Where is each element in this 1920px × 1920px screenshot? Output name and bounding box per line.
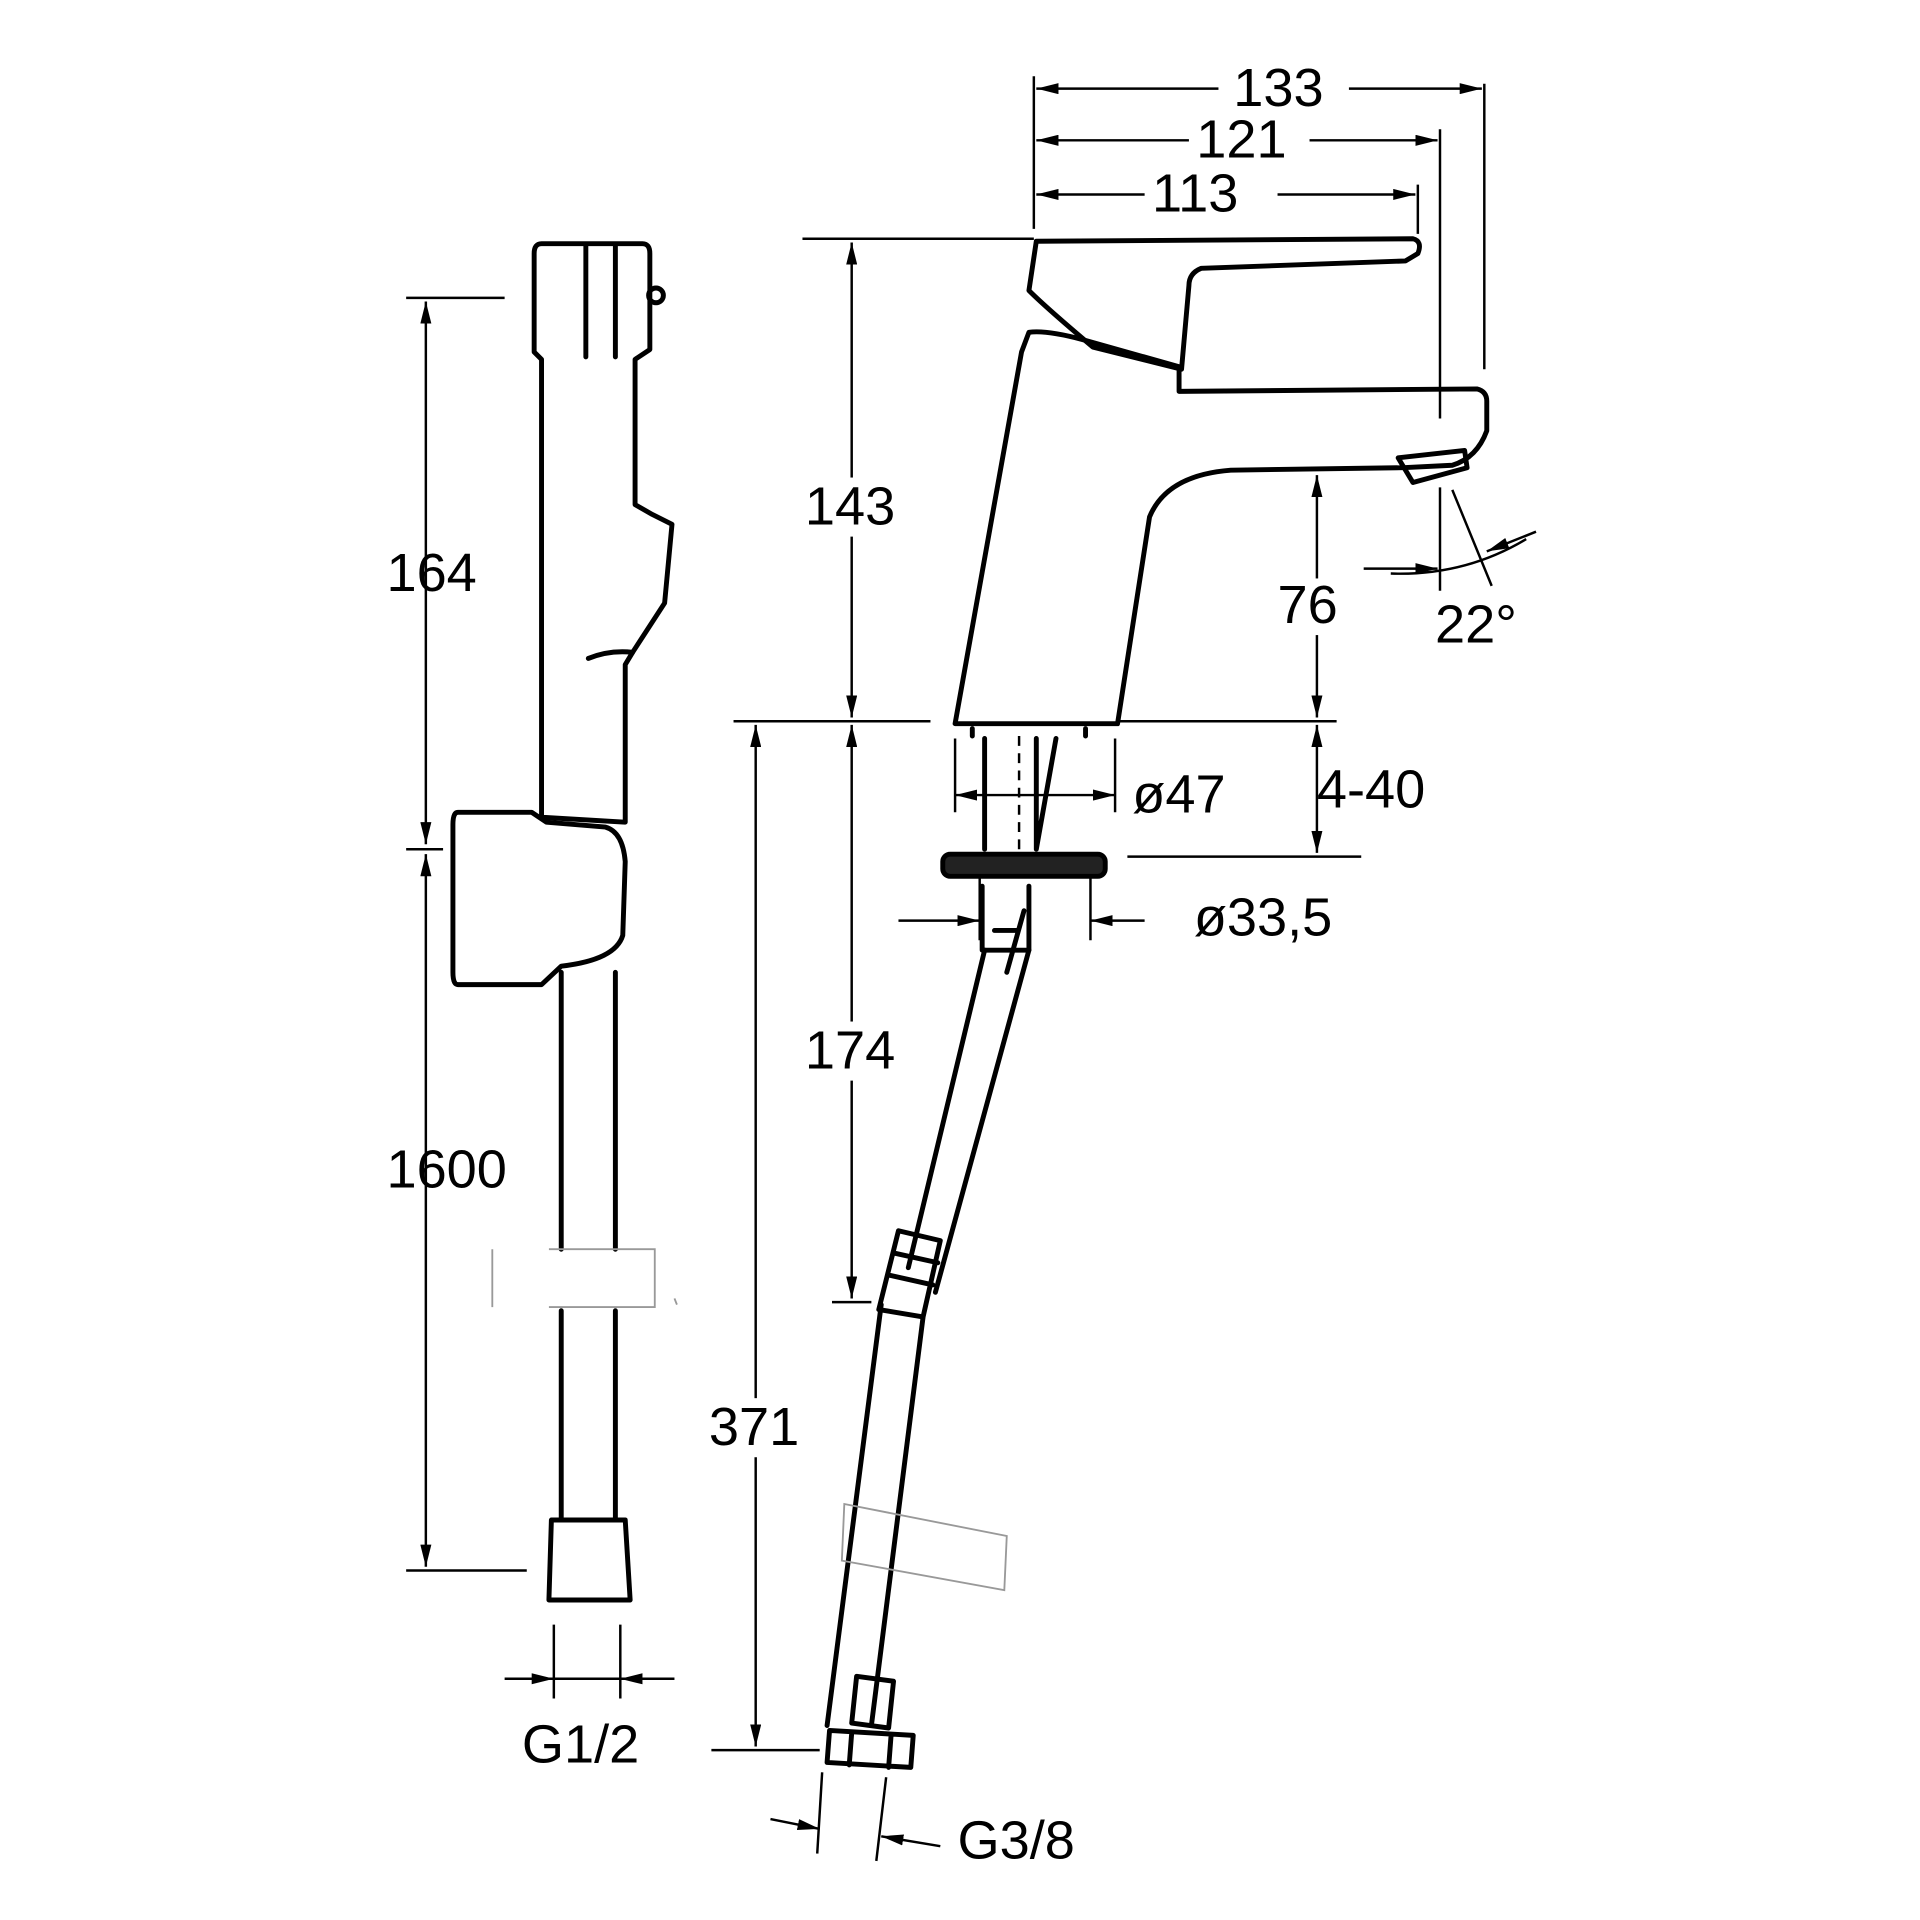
side-body-outline — [531, 241, 675, 825]
dim-label-76: 76 — [1278, 575, 1338, 635]
front-view: 133 121 113 143 174 371 76 4-40 ø47 ø33,… — [704, 58, 1537, 1870]
side-cap-lines — [583, 243, 618, 360]
dim-label-143: 143 — [805, 476, 895, 536]
angle-lines — [1390, 487, 1527, 591]
flex-hoses — [824, 908, 1032, 1729]
width-ext-lines — [1032, 76, 1486, 419]
dim-label-113: 113 — [1152, 164, 1238, 224]
hose-crimp-upper — [876, 1228, 943, 1320]
side-holder — [450, 809, 628, 988]
label-bg-371 — [704, 1398, 808, 1458]
dim-label-1600: 1600 — [386, 1140, 506, 1200]
dim-label-diameter-33-5: ø33,5 — [1194, 887, 1332, 947]
dim-arrow-g38-right — [881, 1834, 941, 1848]
height-ext-lines — [711, 237, 1362, 1752]
faucet-body — [952, 329, 1490, 727]
side-knob — [646, 285, 666, 306]
diameter-ext-lines — [953, 738, 1117, 941]
dim-label-g38: G3/8 — [958, 1810, 1075, 1870]
dim-label-g12: G1/2 — [522, 1714, 639, 1774]
side-view: 164 1600 G1/2 — [386, 241, 678, 1774]
dim-label-121: 121 — [1196, 110, 1286, 170]
side-hose — [558, 969, 618, 1523]
faucet-aerator — [1395, 448, 1470, 485]
dim-arrow-g38-left — [770, 1817, 820, 1831]
dim-label-diameter-47: ø47 — [1132, 764, 1225, 824]
dim-label-4-40: 4-40 — [1317, 759, 1425, 819]
connector — [979, 883, 1032, 953]
dim-label-133: 133 — [1233, 58, 1323, 118]
faucet-lever — [1026, 236, 1422, 372]
angle-arrow-right — [1486, 530, 1537, 553]
side-lever-hook — [585, 649, 636, 661]
label-bg-76 — [1275, 578, 1354, 636]
mounting-nut — [940, 851, 1108, 879]
g38-ext-lines — [816, 1772, 888, 1862]
hose-nut-g38 — [824, 1728, 916, 1770]
dim-label-371: 371 — [709, 1397, 799, 1457]
hose-crimp-lower — [849, 1673, 896, 1731]
label-bg-143 — [800, 477, 904, 537]
dim-label-angle-22: 22° — [1435, 594, 1517, 654]
side-clip — [491, 1248, 678, 1308]
hose-clip — [840, 1502, 1008, 1592]
side-nut — [546, 1517, 633, 1603]
dim-label-164: 164 — [386, 543, 476, 603]
side-ext-lines — [406, 296, 527, 1572]
g12-ext-lines — [552, 1624, 622, 1699]
base-studs — [969, 726, 1089, 739]
label-bg-174 — [800, 1021, 904, 1081]
dim-label-174: 174 — [805, 1020, 895, 1080]
